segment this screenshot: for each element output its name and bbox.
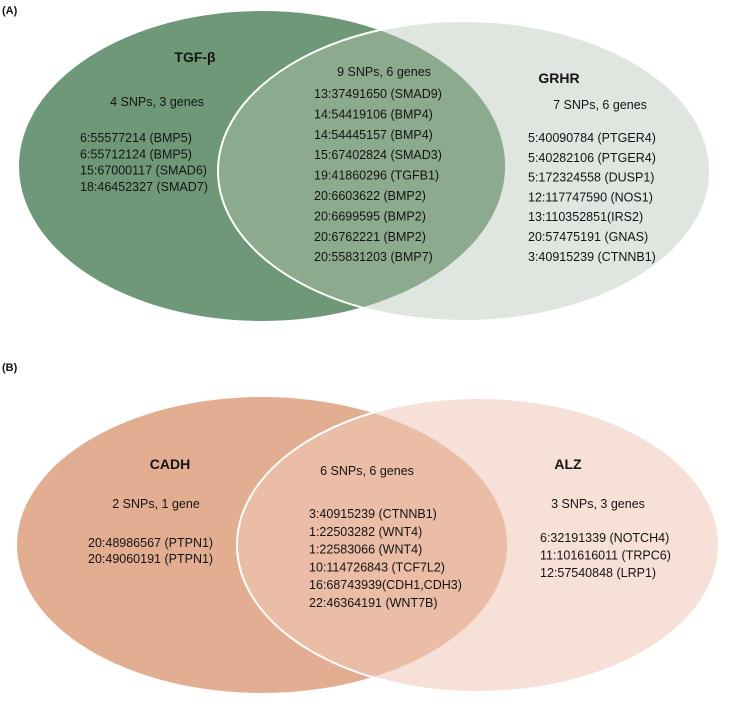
grhr-snp-list: 5:40090784 (PTGER4) 5:40282106 (PTGER4) 5:…: [528, 131, 656, 264]
snp-entry: 6:55577214 (BMP5): [80, 131, 192, 145]
snp-entry: 3:40915239 (CTNNB1): [528, 250, 656, 264]
tgf-grhr-overlap: [218, 21, 505, 321]
snp-entry: 15:67000117 (SMAD6): [80, 164, 207, 178]
snp-entry: 20:57475191 (GNAS): [528, 230, 648, 244]
alz-count: 3 SNPs, 3 genes: [551, 497, 645, 511]
snp-entry: 20:49060191 (PTPN1): [88, 552, 213, 566]
snp-entry: 19:41860296 (TGFB1): [314, 169, 439, 183]
tgf-beta-title: TGF-β: [174, 49, 216, 65]
alz-snp-list: 6:32191339 (NOTCH4) 11:101616011 (TRPC6) 1…: [540, 531, 671, 580]
snp-entry: 13:37491650 (SMAD9): [314, 87, 442, 101]
grhr-title: GRHR: [538, 70, 579, 86]
snp-entry: 12:57540848 (LRP1): [540, 566, 656, 580]
cadh-count: 2 SNPs, 1 gene: [112, 497, 200, 511]
grhr-outline: [217, 20, 711, 322]
snp-entry: 20:55831203 (BMP7): [314, 250, 433, 264]
overlap-a-count: 9 SNPs, 6 genes: [337, 65, 431, 79]
snp-entry: 5:40090784 (PTGER4): [528, 131, 656, 145]
snp-entry: 12:117747590 (NOS1): [528, 190, 653, 204]
snp-entry: 1:22583066 (WNT4): [309, 543, 422, 557]
snp-entry: 1:22503282 (WNT4): [309, 525, 422, 539]
snp-entry: 5:172324558 (DUSP1): [528, 171, 654, 185]
snp-entry: 20:6603622 (BMP2): [314, 189, 426, 203]
snp-entry: 5:40282106 (PTGER4): [528, 151, 656, 165]
cadh-alz-overlap: [237, 398, 507, 692]
alz-outline: [236, 397, 720, 693]
snp-entry: 14:54419106 (BMP4): [314, 107, 433, 121]
tgf-beta-count: 4 SNPs, 3 genes: [110, 95, 204, 109]
snp-entry: 11:101616011 (TRPC6): [540, 549, 671, 563]
snp-entry: 22:46364191 (WNT7B): [309, 596, 438, 610]
snp-entry: 10:114726843 (TCF7L2): [309, 560, 445, 574]
snp-entry: 3:40915239 (CTNNB1): [309, 507, 437, 521]
grhr-count: 7 SNPs, 6 genes: [553, 98, 647, 112]
panel-b-label: (B): [2, 362, 18, 374]
snp-entry: 16:68743939(CDH1,CDH3): [309, 578, 462, 592]
overlap-b-count: 6 SNPs, 6 genes: [320, 464, 414, 478]
cadh-snp-list: 20:48986567 (PTPN1) 20:49060191 (PTPN1): [88, 536, 213, 566]
snp-entry: 20:6699595 (BMP2): [314, 209, 426, 223]
cadh-title: CADH: [150, 456, 190, 472]
tgf-beta-snp-list: 6:55577214 (BMP5) 6:55712124 (BMP5) 15:670…: [80, 131, 208, 194]
snp-entry: 20:48986567 (PTPN1): [88, 536, 213, 550]
snp-entry: 13:110352851(IRS2): [528, 210, 643, 224]
snp-entry: 14:54445157 (BMP4): [314, 128, 433, 142]
overlap-a-snp-list: 13:37491650 (SMAD9) 14:54419106 (BMP4) 14:…: [314, 87, 442, 264]
snp-entry: 20:6762221 (BMP2): [314, 230, 426, 244]
snp-entry: 6:32191339 (NOTCH4): [540, 531, 669, 545]
panel-a-label: (A): [2, 5, 18, 17]
overlap-b-snp-list: 3:40915239 (CTNNB1) 1:22503282 (WNT4) 1:22…: [309, 507, 462, 610]
snp-entry: 15:67402824 (SMAD3): [314, 148, 442, 162]
snp-entry: 18:46452327 (SMAD7): [80, 180, 208, 194]
alz-title: ALZ: [554, 456, 582, 472]
snp-entry: 6:55712124 (BMP5): [80, 147, 192, 161]
